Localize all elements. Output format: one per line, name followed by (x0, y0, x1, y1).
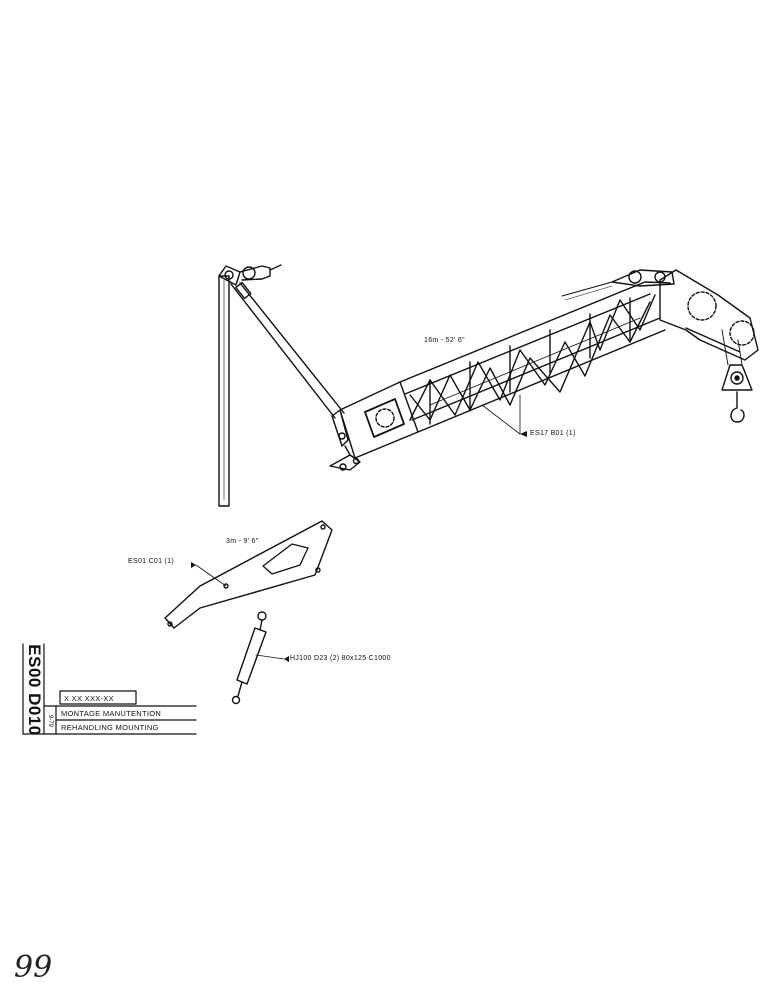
drawing-date: 9-79 (47, 714, 53, 728)
mast-head (218, 264, 282, 286)
drawing-code: ES00 D010 (25, 644, 44, 736)
title-line-english: REHANDLING MOUNTING (61, 723, 159, 732)
hook-block (721, 329, 753, 423)
mast (218, 275, 230, 507)
part-number: X XX XXX-XX (64, 694, 114, 703)
boom-head (659, 269, 759, 361)
page-number: 99 (14, 950, 53, 985)
diagonal-strut (230, 281, 345, 419)
jib-length-label: 3m - 9' 6" (226, 538, 259, 545)
title-block-frame (22, 643, 197, 735)
title-line-french: MONTAGE MANUTENTION (61, 709, 162, 718)
hydraulic-cylinder (231, 611, 285, 705)
jib-ref-label: ES01 C01 (1) (128, 558, 175, 565)
boom-ref-label: ES17 B01 (1) (530, 430, 576, 437)
lower-bracket (329, 409, 361, 471)
rope-sheave (561, 269, 675, 301)
cylinder-ref-label: HJ100 D23 (2) 80x125 C1000 (290, 655, 391, 662)
boom-length-label: 16m - 52' 6" (424, 337, 465, 344)
jib (164, 520, 333, 629)
lattice-boom (339, 281, 671, 459)
